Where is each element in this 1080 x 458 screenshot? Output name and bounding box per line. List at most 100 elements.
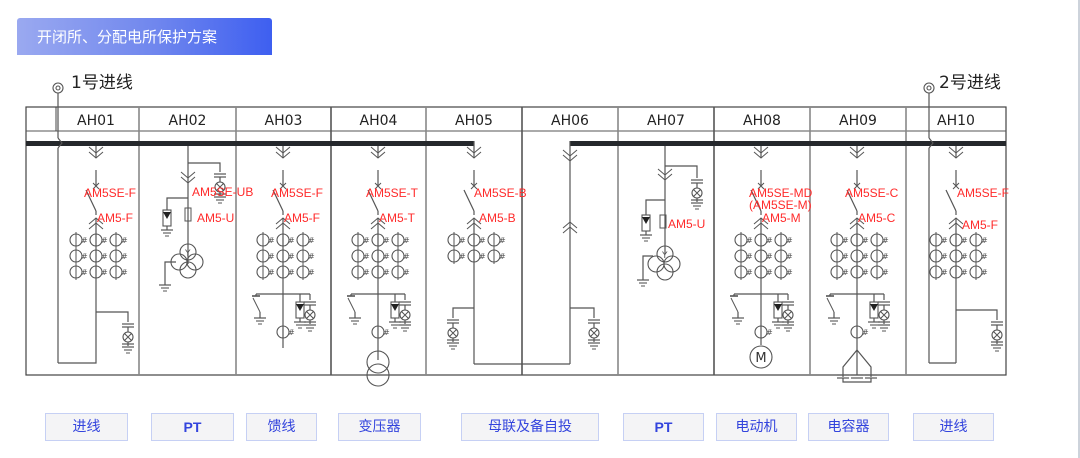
breaker-blade xyxy=(272,189,284,212)
breaker-x-icon xyxy=(92,182,100,190)
breaker-x-icon xyxy=(952,182,960,190)
cabinet-type-button-incoming-2[interactable]: 进线 xyxy=(913,413,994,441)
indicator-lamp-icon xyxy=(993,331,1001,339)
current-transformer-icon: # xyxy=(308,252,315,261)
page-title: 开闭所、分配电所保护方案 xyxy=(17,18,272,55)
surge-arrester-icon xyxy=(296,304,304,311)
cabinet-type-button-bus-tie[interactable]: 母联及备自投 xyxy=(461,413,599,441)
cabinet-type-button-incoming-1[interactable]: 进线 xyxy=(45,413,128,441)
plug-connector-icon xyxy=(275,146,291,154)
breaker-blade xyxy=(367,189,379,212)
cabinet-id-ah08: AH08 xyxy=(743,113,781,129)
wire xyxy=(956,309,998,320)
current-transformer-icon: # xyxy=(499,236,506,245)
wire xyxy=(58,312,97,364)
meter-label-ah08: AM5-M xyxy=(762,211,801,225)
cabinet-type-button-transformer[interactable]: 变压器 xyxy=(338,413,421,441)
plug-connector-icon xyxy=(948,151,964,159)
current-transformer-icon: # xyxy=(268,268,275,277)
meter-label-ah05: AM5-B xyxy=(479,211,516,225)
earthing-switch-icon xyxy=(252,297,261,313)
current-transformer-icon: # xyxy=(862,252,869,261)
plug-connector-icon xyxy=(180,171,196,179)
current-transformer-icon: # xyxy=(981,268,988,277)
plug-connector-icon xyxy=(562,221,578,229)
cabinet-id-ah10: AH10 xyxy=(937,113,975,129)
relay-label-ah08: AM5SE-MD xyxy=(749,186,813,200)
wire xyxy=(665,165,698,178)
current-transformer-icon: # xyxy=(383,268,390,277)
plug-connector-icon xyxy=(657,173,673,181)
current-transformer-icon: # xyxy=(268,252,275,261)
meter-label-ah03: AM5-F xyxy=(284,211,320,225)
cabinet-type-button-feeder[interactable]: 馈线 xyxy=(246,413,317,441)
fuse-icon xyxy=(184,207,192,222)
voltage-transformer-icon xyxy=(179,261,197,279)
current-transformer-icon: # xyxy=(786,252,793,261)
current-transformer-icon: # xyxy=(766,328,773,337)
current-transformer-icon: # xyxy=(862,268,869,277)
meter-label-ah07: AM5-U xyxy=(668,217,705,231)
indicator-lamp-icon xyxy=(880,311,888,319)
wire xyxy=(856,349,872,377)
voltage-transformer-icon xyxy=(656,245,674,263)
plug-connector-icon xyxy=(466,146,482,154)
current-transformer-icon: # xyxy=(842,252,849,261)
surge-arrester-icon xyxy=(774,304,782,311)
vertical-scrollbar[interactable] xyxy=(1078,0,1080,458)
indicator-lamp-icon xyxy=(449,329,457,337)
indicator-lamp-icon xyxy=(590,329,598,337)
cabinet-type-button-capacitor[interactable]: 电容器 xyxy=(808,413,889,441)
current-transformer-icon: # xyxy=(981,236,988,245)
current-transformer-icon: # xyxy=(101,252,108,261)
meter-label-ah04: AM5-T xyxy=(379,211,416,225)
current-transformer-icon: # xyxy=(81,236,88,245)
breaker-blade xyxy=(750,189,762,212)
cabinet-id-ah07: AH07 xyxy=(647,113,685,129)
plug-connector-icon xyxy=(562,154,578,162)
surge-arrester-icon xyxy=(391,304,399,311)
current-transformer-icon: # xyxy=(961,236,968,245)
indicator-lamp-icon xyxy=(693,189,701,197)
cabinet-type-button-motor[interactable]: 电动机 xyxy=(716,413,797,441)
fuse-icon xyxy=(659,214,667,229)
cabinet-id-ah06: AH06 xyxy=(551,113,589,129)
current-transformer-icon: # xyxy=(363,252,370,261)
cabinet-type-button-pt-1[interactable]: PT xyxy=(151,413,234,441)
breaker-x-icon xyxy=(470,182,478,190)
cabinet-id-ah02: AH02 xyxy=(169,113,207,129)
current-transformer-icon: # xyxy=(842,236,849,245)
current-transformer-icon: # xyxy=(961,252,968,261)
plug-connector-icon xyxy=(948,146,964,154)
current-transformer-icon: # xyxy=(499,252,506,261)
plug-connector-icon xyxy=(275,151,291,159)
breaker-blade xyxy=(846,189,858,212)
current-transformer-icon: # xyxy=(766,252,773,261)
current-transformer-icon: # xyxy=(81,268,88,277)
plug-connector-icon xyxy=(849,151,865,159)
current-transformer-icon: # xyxy=(308,236,315,245)
power-transformer-icon xyxy=(366,350,390,374)
current-transformer-icon: # xyxy=(288,328,295,337)
relay-label-ah05: AM5SE-B xyxy=(474,186,527,200)
current-transformer-icon: # xyxy=(882,268,889,277)
cabinet-type-button-pt-2[interactable]: PT xyxy=(623,413,704,441)
current-transformer-icon: # xyxy=(101,268,108,277)
current-transformer-icon: # xyxy=(746,236,753,245)
earthing-switch-icon xyxy=(826,297,835,313)
relay-label-ah10: AM5SE-F xyxy=(957,186,1009,200)
power-transformer-icon xyxy=(366,363,390,387)
plug-connector-icon xyxy=(753,146,769,154)
cabinet-frame xyxy=(25,106,1007,376)
motor-icon: M xyxy=(755,351,766,366)
incoming-terminal-icon xyxy=(923,82,935,94)
current-transformer-icon: # xyxy=(766,268,773,277)
indicator-lamp-icon xyxy=(306,311,314,319)
relay-label-ah09: AM5SE-C xyxy=(845,186,899,200)
breaker-blade xyxy=(85,189,97,212)
breaker-x-icon xyxy=(853,182,861,190)
incoming-terminal-icon xyxy=(55,85,61,91)
breaker-x-icon xyxy=(374,182,382,190)
indicator-lamp-icon xyxy=(124,333,132,341)
current-transformer-icon: # xyxy=(101,236,108,245)
